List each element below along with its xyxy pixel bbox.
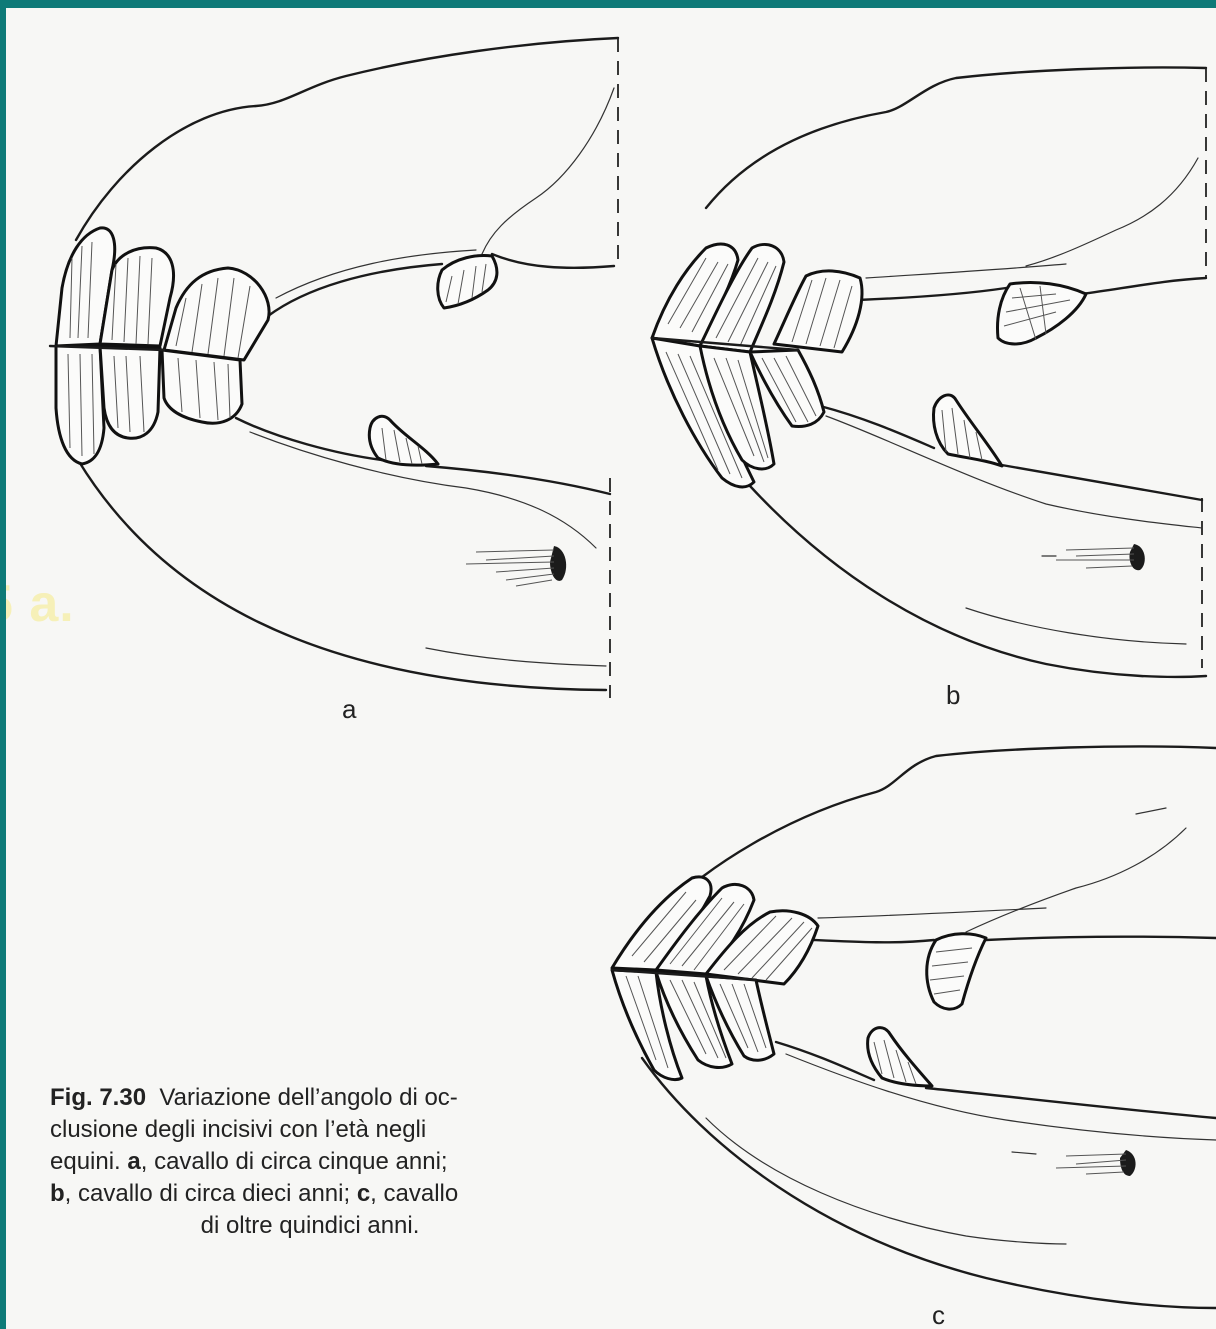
- panel-a-upper-incisor-3: [164, 268, 269, 360]
- panel-b-cheek-line: [1026, 158, 1198, 266]
- caption-fig-number: Fig. 7.30: [50, 1084, 146, 1111]
- panel-label-c: c: [932, 1300, 945, 1329]
- panel-b-cut-line: [1202, 68, 1206, 668]
- panel-c-mental-foramen: [1012, 1150, 1136, 1176]
- panel-b-drawing: [652, 67, 1206, 676]
- panel-label-a: a: [342, 694, 356, 725]
- caption-line-4: b, cavallo di circa dieci anni; c, caval…: [50, 1178, 570, 1210]
- panel-c-drawing: [612, 746, 1216, 1308]
- caption-line-1-text: Variazione dell’angolo di oc-: [159, 1084, 457, 1111]
- panel-c-upper-lip: [814, 937, 1216, 943]
- caption-key-a: a: [127, 1148, 140, 1175]
- panel-b-upper-contour: [706, 67, 1206, 208]
- panel-a-cut-line: [610, 38, 618, 698]
- panel-c-upper-canine: [927, 934, 986, 1009]
- panel-c-lower-contour: [642, 1058, 1216, 1308]
- panel-a-lower-contour: [78, 460, 606, 690]
- panel-a-mental-foramen: [466, 546, 566, 586]
- caption-line-3: equini. a, cavallo di circa cinque anni;: [50, 1146, 570, 1178]
- caption-key-c: c: [357, 1180, 370, 1207]
- caption-key-b: b: [50, 1180, 65, 1207]
- panel-a-cheek-line: [482, 88, 614, 254]
- caption-line-3-prefix: equini.: [50, 1148, 127, 1175]
- panel-b-lower-lip: [820, 406, 1202, 500]
- overlay-age-text: 5 a.: [6, 574, 75, 634]
- panel-b-lower-contour: [750, 486, 1206, 677]
- caption-line-4-mid: , cavallo di circa dieci anni;: [65, 1180, 357, 1207]
- panel-c-lower-lip: [776, 1042, 1216, 1118]
- figure-caption: Fig. 7.30 Variazione dell’angolo di oc- …: [50, 1082, 570, 1242]
- panel-c-cheek-line: [966, 828, 1186, 932]
- panel-a-lower-canine: [369, 416, 438, 465]
- caption-line-1: Fig. 7.30 Variazione dell’angolo di oc-: [50, 1082, 570, 1114]
- caption-line-4-rest: , cavallo: [370, 1180, 458, 1207]
- panel-a-upper-contour: [76, 38, 618, 240]
- panel-b-upper-canine: [998, 282, 1087, 344]
- panel-a-drawing: [50, 38, 618, 698]
- caption-line-2: clusione degli incisivi con l’età negli: [50, 1114, 570, 1146]
- panel-label-b: b: [946, 680, 960, 711]
- figure-sheet: a b c Fig. 7.30 Variazione dell’angolo d…: [6, 8, 1216, 1329]
- panel-b-mental-foramen: [1042, 544, 1145, 570]
- caption-line-5: di oltre quindici anni.: [50, 1210, 570, 1242]
- caption-line-3-rest: , cavallo di circa cinque anni;: [141, 1148, 448, 1175]
- panel-b-upper-incisor-3: [774, 271, 862, 352]
